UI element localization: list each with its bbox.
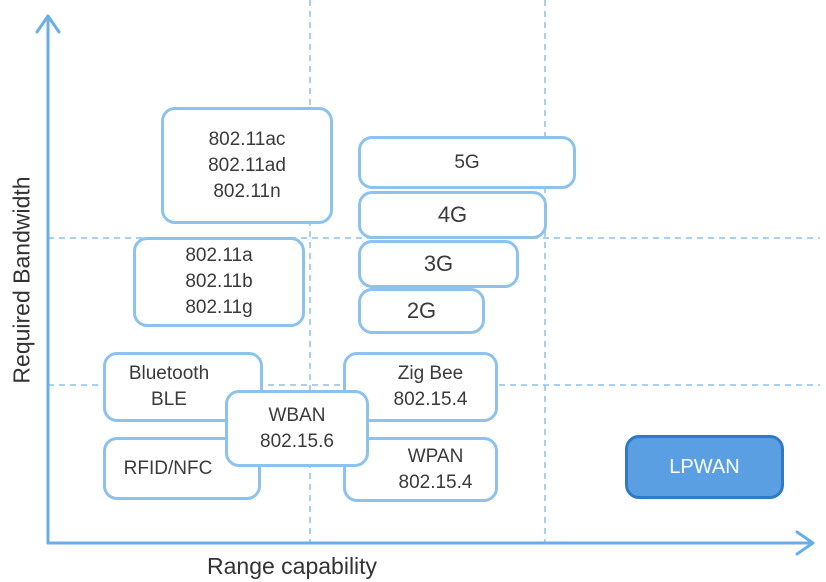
cellular-3g-box: 3G (358, 240, 519, 288)
zigbee-line-2: 802.15.4 (393, 389, 468, 410)
x-axis-arrowhead (795, 530, 815, 556)
cellular-2g-label: 2G (406, 298, 437, 323)
wifi-low-line-1: 802.11a (185, 245, 253, 266)
cellular-4g-box: 4G (358, 191, 547, 239)
wifi-low-line-2: 802.11b (185, 271, 253, 292)
zigbee-line-1: Zig Bee (397, 363, 464, 384)
y-axis-arrowhead (35, 14, 61, 34)
cellular-5g-label: 5G (454, 151, 480, 173)
wban-box: WBAN 802.15.6 (225, 390, 369, 467)
lpwan-label: LPWAN (669, 455, 740, 478)
cellular-4g-label: 4G (437, 202, 468, 227)
wifi-high-line-1: 802.11ac (208, 128, 286, 150)
wifi-high-line-2: 802.11ad (208, 154, 286, 176)
wifi-high-line-3: 802.11n (213, 180, 281, 202)
y-axis-label: Required Bandwidth (8, 176, 35, 384)
bluetooth-line-2: BLE (151, 389, 187, 410)
zigbee-box: Zig Bee 802.15.4 (343, 352, 498, 422)
wban-line-1: WBAN (268, 404, 326, 426)
lpwan-box: LPWAN (625, 435, 784, 499)
wifi-high-box: 802.11ac 802.11ad 802.11n (161, 107, 333, 224)
cellular-3g-label: 3G (423, 251, 454, 276)
wpan-line-2: 802.15.4 (398, 471, 473, 493)
cellular-5g-box: 5G (358, 136, 576, 189)
bluetooth-line-1: Bluetooth (128, 363, 210, 384)
wifi-low-line-3: 802.11g (185, 297, 253, 318)
wifi-low-box: 802.11a 802.11b 802.11g (133, 237, 305, 327)
wban-line-2: 802.15.6 (260, 430, 334, 452)
bluetooth-box: Bluetooth BLE (103, 352, 263, 422)
x-axis-label: Range capability (207, 553, 378, 579)
wpan-line-1: WPAN (407, 445, 464, 467)
cellular-2g-box: 2G (358, 288, 485, 334)
rfid-label: RFID/NFC (123, 457, 213, 479)
